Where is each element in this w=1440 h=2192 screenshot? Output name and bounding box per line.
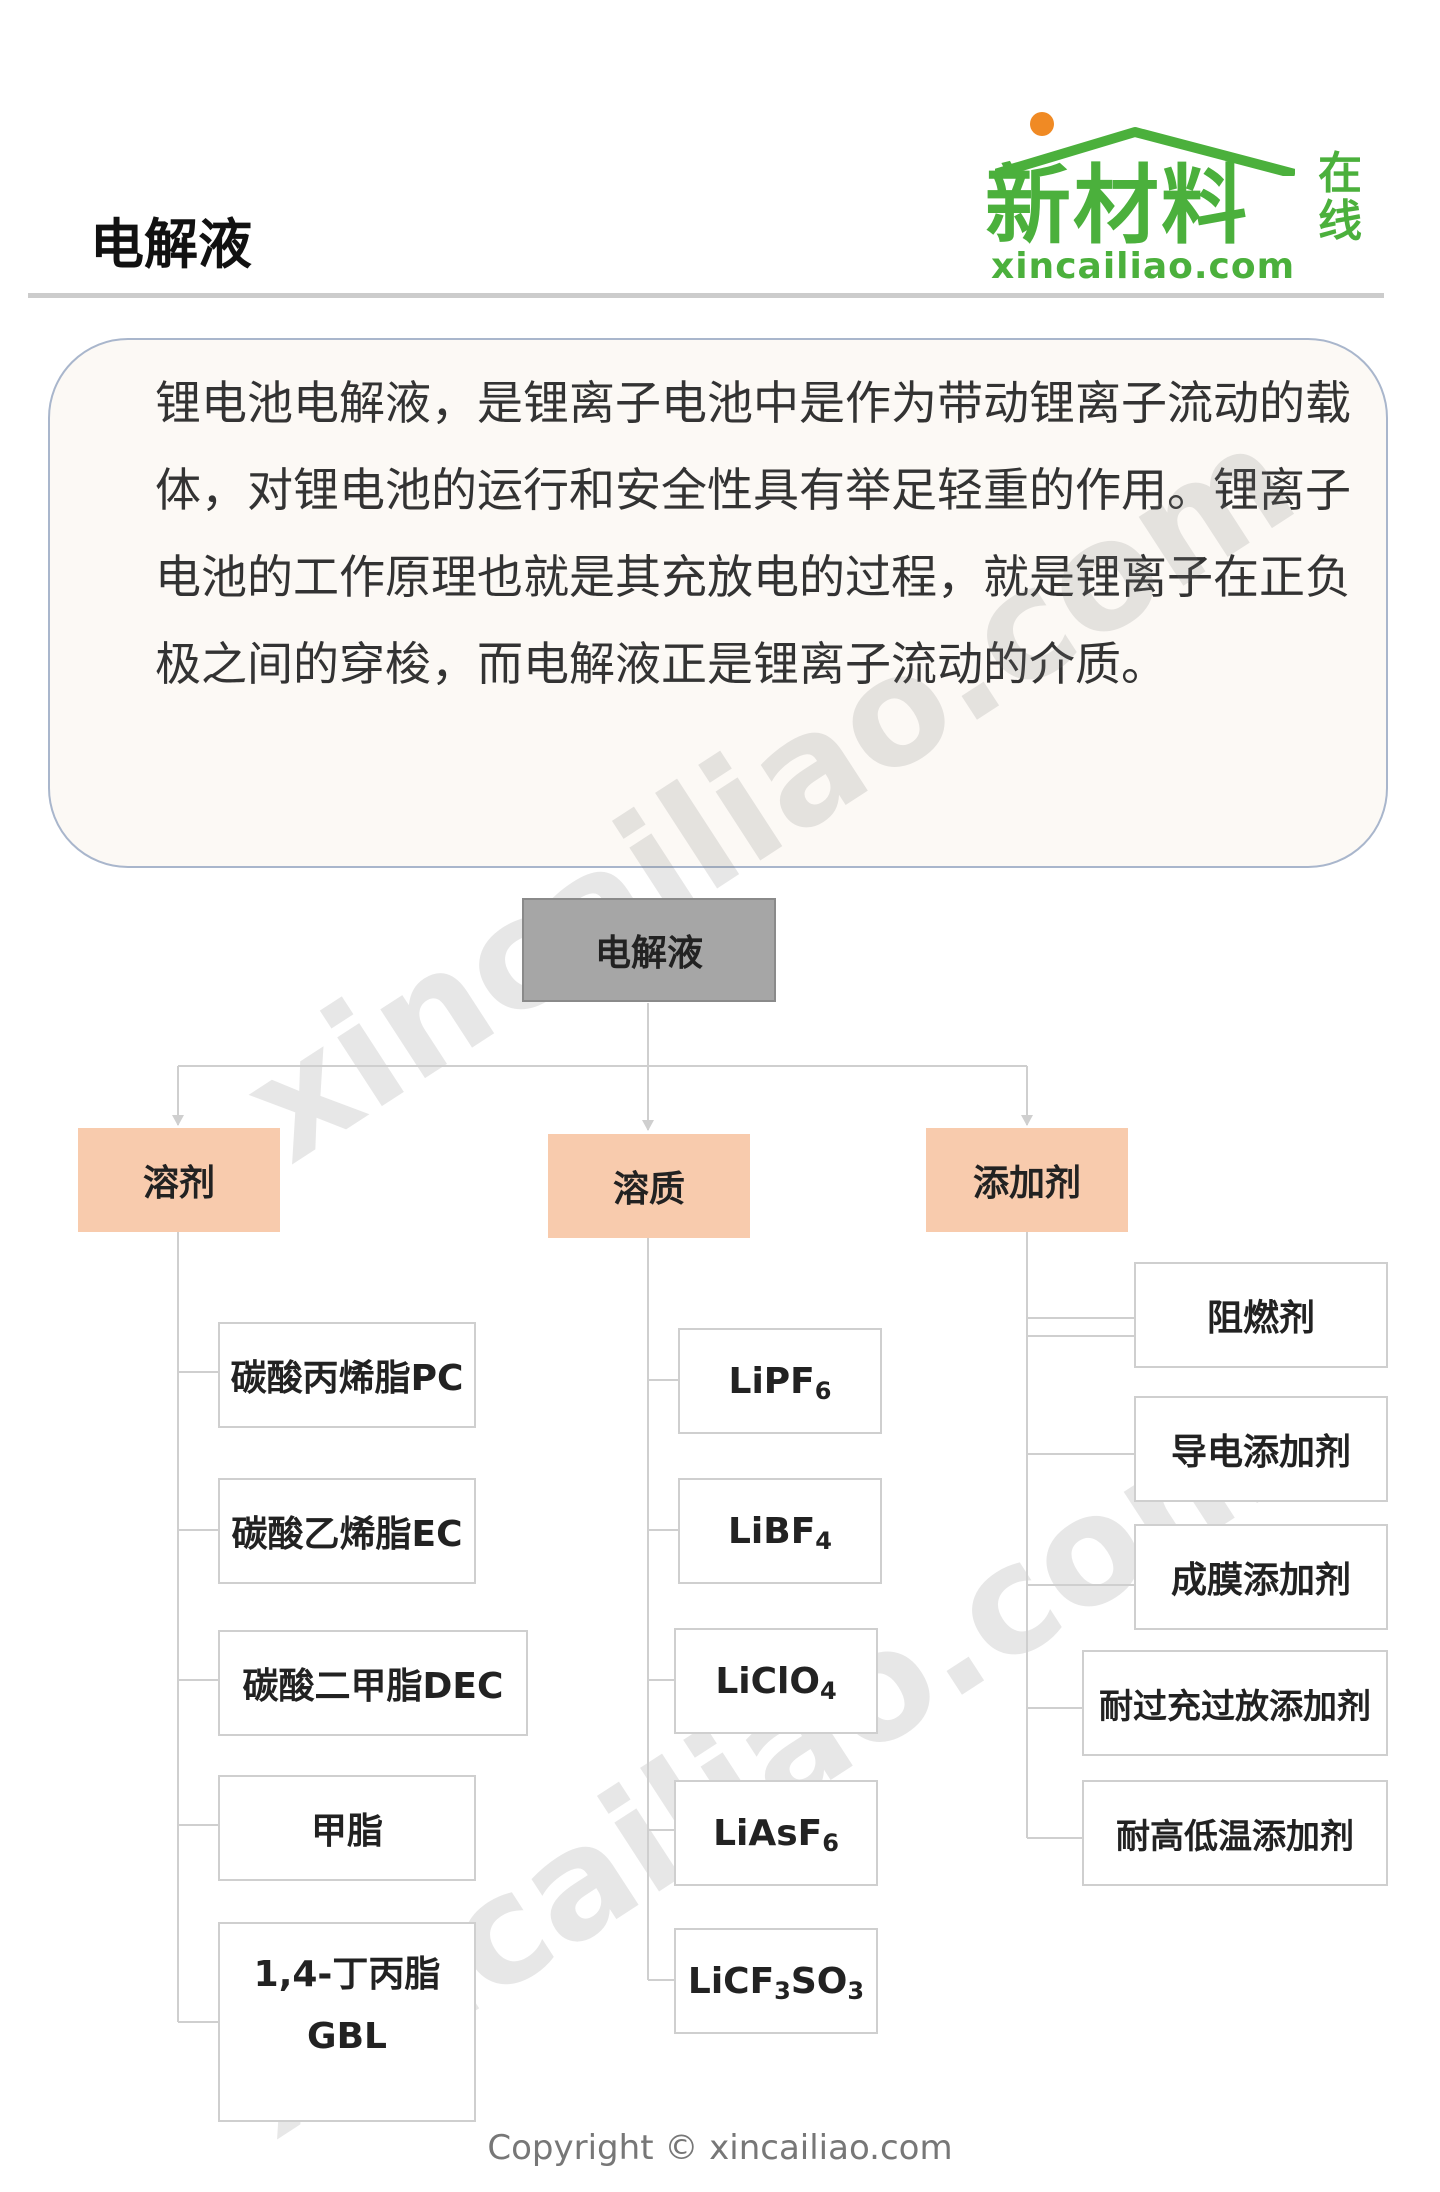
additive-item: 阻燃剂	[1134, 1262, 1388, 1368]
solvent-item: 甲脂	[218, 1775, 476, 1881]
solvent-item: 1,4-丁丙脂 GBL	[218, 1922, 476, 2122]
additive-item-label: 阻燃剂	[1206, 1298, 1315, 1339]
logo-side-text: 在线	[1318, 148, 1362, 247]
category-additive: 添加剂	[926, 1128, 1128, 1232]
additive-item: 成膜添加剂	[1134, 1524, 1388, 1630]
solute-item: LiClO4	[674, 1628, 878, 1734]
category-solvent: 溶剂	[78, 1128, 280, 1232]
solute-item-formula: LiPF6	[728, 1360, 832, 1405]
category-solute: 溶质	[548, 1134, 750, 1238]
additive-item-label: 耐过充过放添加剂	[1099, 1686, 1371, 1727]
copyright-text: Copyright © xincailiao.com	[487, 2128, 953, 2168]
solute-item-formula: LiAsF6	[713, 1812, 839, 1857]
solvent-item-label: 1,4-丁丙脂	[253, 1954, 441, 1995]
solute-item-formula: LiBF4	[727, 1510, 832, 1555]
solute-item: LiCF3SO3	[674, 1928, 878, 2034]
house-roof-icon	[995, 127, 1295, 176]
category-solvent-label: 溶剂	[142, 1163, 215, 1204]
solvent-item-label: 甲脂	[310, 1811, 383, 1852]
logo-dot-icon	[1030, 112, 1054, 136]
additive-item: 导电添加剂	[1134, 1396, 1388, 1502]
brand-logo: 新材料 在线 xincailiao.com	[985, 108, 1375, 288]
solute-item-formula: LiClO4	[715, 1660, 837, 1705]
additive-item: 耐过充过放添加剂	[1082, 1650, 1388, 1756]
additive-item-label: 成膜添加剂	[1170, 1560, 1351, 1601]
category-solute-label: 溶质	[612, 1169, 685, 1210]
solvent-item: 碳酸丙烯脂PC	[218, 1322, 476, 1428]
root-node-label: 电解液	[594, 933, 703, 974]
logo-main-text: 新材料	[985, 156, 1249, 256]
additive-item-label: 耐高低温添加剂	[1116, 1816, 1354, 1857]
solvent-item: 碳酸乙烯脂EC	[218, 1478, 476, 1584]
solvent-item-label: 碳酸丙烯脂PC	[230, 1358, 464, 1399]
solute-item: LiBF4	[678, 1478, 882, 1584]
solvent-item-label: GBL	[307, 2016, 387, 2057]
solvent-item: 碳酸二甲脂DEC	[218, 1630, 528, 1736]
logo-domain-text: xincailiao.com	[991, 246, 1296, 287]
additive-item-label: 导电添加剂	[1170, 1432, 1351, 1473]
header-divider	[28, 293, 1384, 298]
page-title: 电解液	[90, 213, 252, 276]
intro-box: 锂电池电解液，是锂离子电池中是作为带动锂离子流动的载体，对锂电池的运行和安全性具…	[48, 338, 1388, 868]
intro-text: 锂电池电解液，是锂离子电池中是作为带动锂离子流动的载体，对锂电池的运行和安全性具…	[155, 376, 1351, 691]
additive-item: 耐高低温添加剂	[1082, 1780, 1388, 1886]
root-node: 电解液	[522, 898, 776, 1002]
category-additive-label: 添加剂	[972, 1163, 1081, 1204]
solute-item: LiAsF6	[674, 1780, 878, 1886]
solute-item: LiPF6	[678, 1328, 882, 1434]
solvent-item-label: 碳酸乙烯脂EC	[231, 1514, 463, 1555]
solvent-item-label: 碳酸二甲脂DEC	[242, 1666, 504, 1707]
solute-item-formula: LiCF3SO3	[687, 1960, 865, 2005]
